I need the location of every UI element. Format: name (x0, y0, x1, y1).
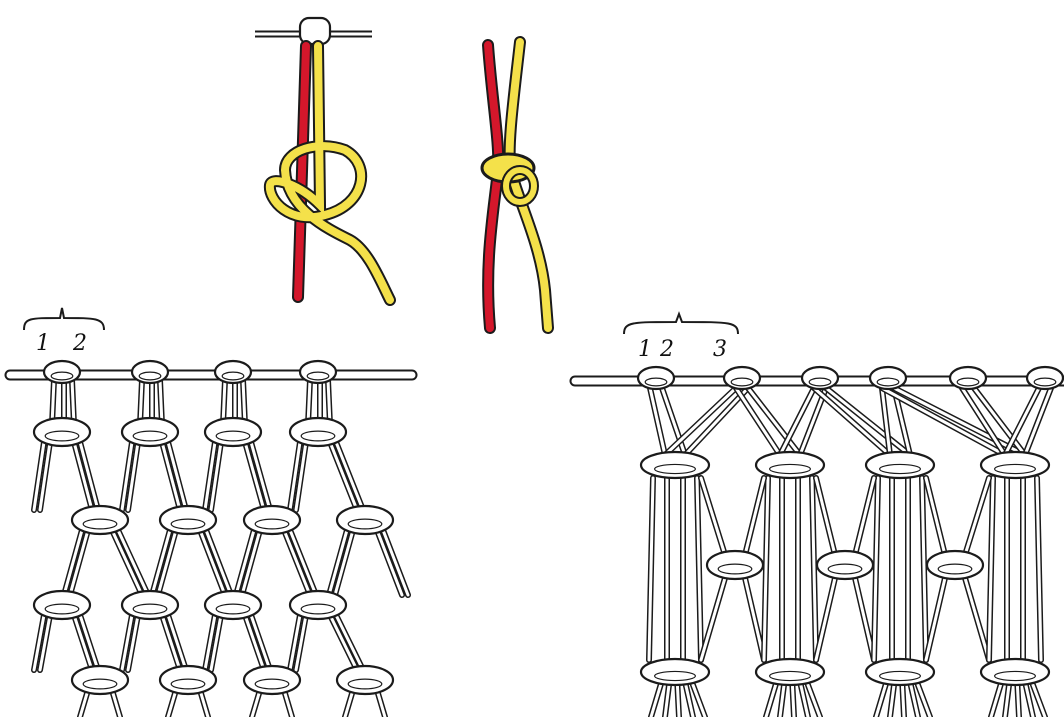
square-knot-a (122, 418, 178, 446)
square-knot-a (72, 666, 128, 694)
square-knot-a (244, 666, 300, 694)
square-knot-a (337, 666, 393, 694)
square-knot-a (337, 506, 393, 534)
group-bracket-a (24, 308, 104, 330)
mount-knot (300, 18, 330, 44)
square-knot-a (160, 666, 216, 694)
square-knot-a (34, 591, 90, 619)
group-bracket-b (624, 314, 738, 334)
cord-label-3b: 3 (713, 337, 727, 362)
cord-label-2b: 2 (659, 337, 674, 362)
square-knot-a (205, 591, 261, 619)
square-knot-a (290, 418, 346, 446)
middle-knot (927, 551, 983, 579)
middle-knot (817, 551, 873, 579)
cord-label-1: 1 (36, 331, 50, 356)
knot-figure-tight (482, 42, 548, 328)
square-knot-a (72, 506, 128, 534)
net-pattern-b: 1 2 3 (575, 314, 1064, 717)
square-knot-a (34, 418, 90, 446)
net-pattern-a: 1 2 (10, 308, 412, 717)
square-knot-a (290, 591, 346, 619)
cord-label-1b: 1 (638, 337, 652, 362)
cord-label-2: 2 (72, 331, 87, 356)
middle-knot (707, 551, 763, 579)
square-knot-a (205, 418, 261, 446)
square-knot-a (122, 591, 178, 619)
knot-figure-loose (255, 18, 390, 300)
square-knot-a (244, 506, 300, 534)
square-knot-a (160, 506, 216, 534)
